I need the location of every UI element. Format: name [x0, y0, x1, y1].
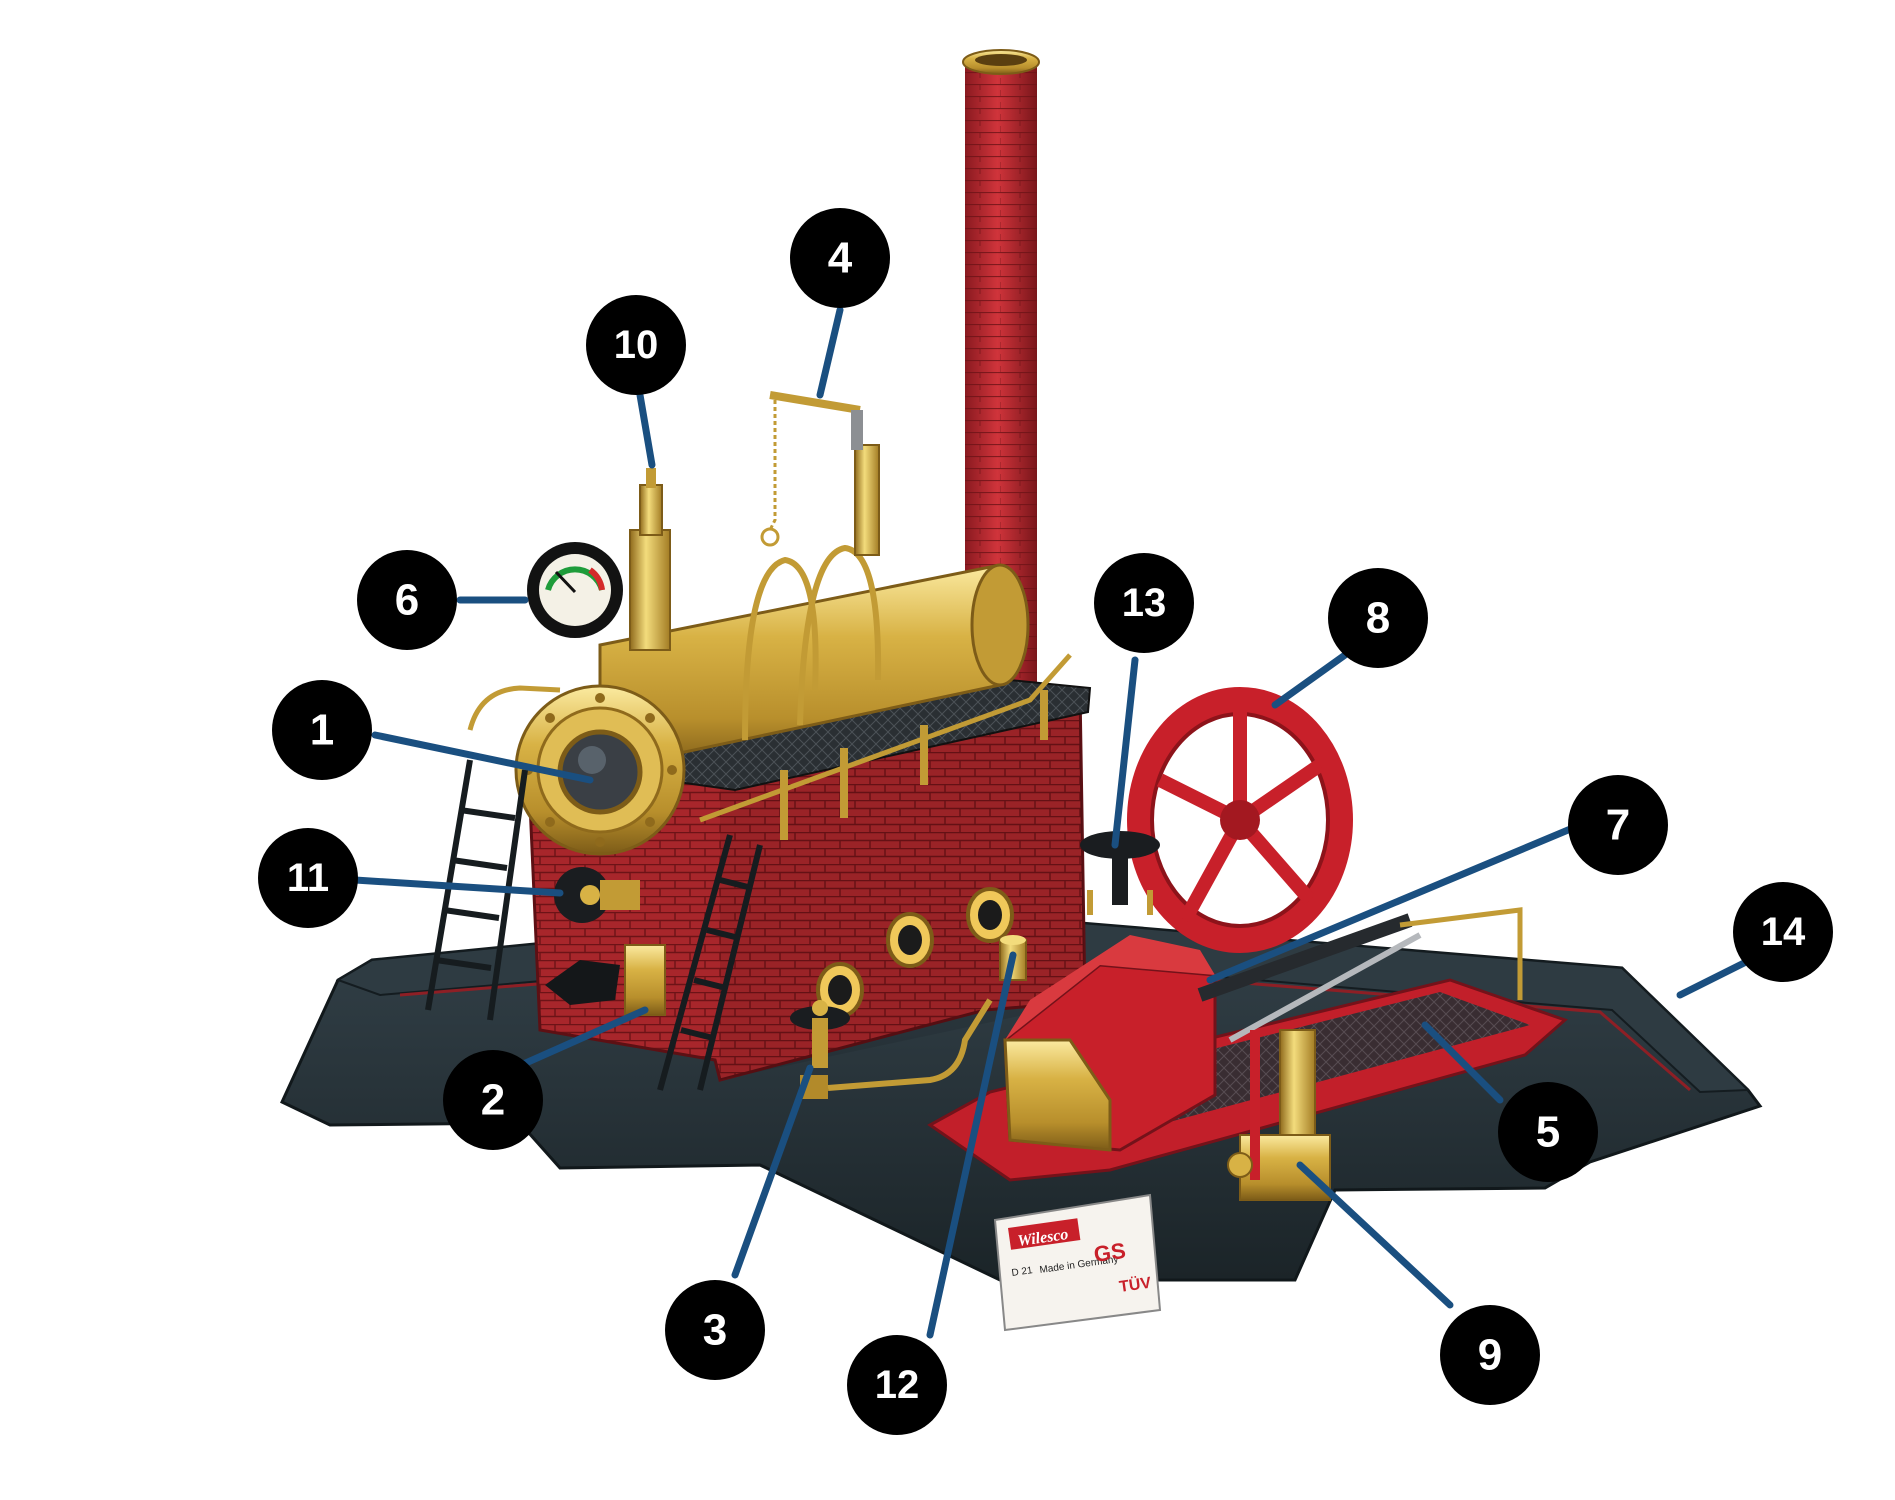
callout-10-label: 10 — [614, 323, 659, 367]
callout-5-label: 5 — [1536, 1108, 1560, 1157]
callout-10: 10 — [586, 295, 686, 395]
flywheel-icon — [1127, 687, 1353, 953]
callout-3: 3 — [665, 1280, 765, 1380]
callouts: 1 2 3 4 5 6 7 8 — [258, 208, 1833, 1435]
callout-leader-13 — [1111, 656, 1139, 849]
callout-leader-10 — [636, 391, 656, 469]
plate-mark-gs: GS — [1092, 1238, 1127, 1267]
plate-model: D 21 — [1011, 1265, 1034, 1279]
callout-4-label: 4 — [828, 234, 853, 283]
callout-9: 9 — [1440, 1305, 1540, 1405]
callout-13-label: 13 — [1122, 581, 1167, 625]
callout-11-label: 11 — [287, 856, 329, 900]
callout-6: 6 — [357, 550, 457, 650]
callout-5: 5 — [1498, 1082, 1598, 1182]
callout-6-label: 6 — [395, 576, 419, 625]
plate-mark-tuv: TÜV — [1118, 1273, 1153, 1296]
feed-pump-icon — [1227, 1029, 1331, 1201]
callout-8-label: 8 — [1366, 594, 1390, 643]
callout-leader-11 — [351, 876, 564, 897]
water-valve-icon — [554, 867, 640, 923]
callout-7: 7 — [1568, 775, 1668, 875]
callout-12-label: 12 — [875, 1363, 920, 1407]
callout-leader-14 — [1676, 956, 1754, 999]
callout-8: 8 — [1328, 568, 1428, 668]
callout-7-label: 7 — [1606, 801, 1630, 850]
safety-valve-icon — [629, 468, 671, 651]
callout-leader-2 — [506, 1006, 649, 1074]
callout-11: 11 — [258, 828, 358, 928]
callout-leader-7 — [1206, 821, 1584, 984]
callout-2: 2 — [443, 1050, 543, 1150]
piston-rod-icon — [1197, 907, 1523, 1043]
cylinder — [1003, 935, 1217, 1152]
callout-leader-1 — [371, 731, 594, 784]
callout-14: 14 — [1733, 882, 1833, 982]
callout-leader-12 — [926, 951, 1017, 1339]
boiler — [467, 544, 1072, 856]
callout-leader-9 — [1296, 1161, 1454, 1309]
maker-plate: Wilesco D 21 Made in Germany GS TÜV — [993, 1193, 1162, 1332]
callout-leader-4 — [816, 306, 844, 399]
callout-leader-3 — [731, 1064, 814, 1279]
callout-12: 12 — [847, 1335, 947, 1435]
steam-whistle-icon — [760, 391, 880, 556]
callout-9-label: 9 — [1478, 1331, 1502, 1380]
callout-13: 13 — [1094, 553, 1194, 653]
callout-leader-5 — [1421, 1021, 1504, 1104]
callout-14-label: 14 — [1761, 910, 1806, 954]
callout-1-label: 1 — [310, 706, 334, 755]
burner-tray-icon — [545, 944, 666, 1016]
pressure-gauge-icon — [527, 542, 623, 638]
callout-1: 1 — [272, 680, 372, 780]
governor-icon — [1080, 831, 1160, 915]
callout-2-label: 2 — [481, 1076, 505, 1125]
callout-3-label: 3 — [703, 1306, 727, 1355]
callout-4: 4 — [790, 208, 890, 308]
plate-brand: Wilesco — [1017, 1226, 1070, 1250]
callout-leader-8 — [1271, 651, 1349, 709]
